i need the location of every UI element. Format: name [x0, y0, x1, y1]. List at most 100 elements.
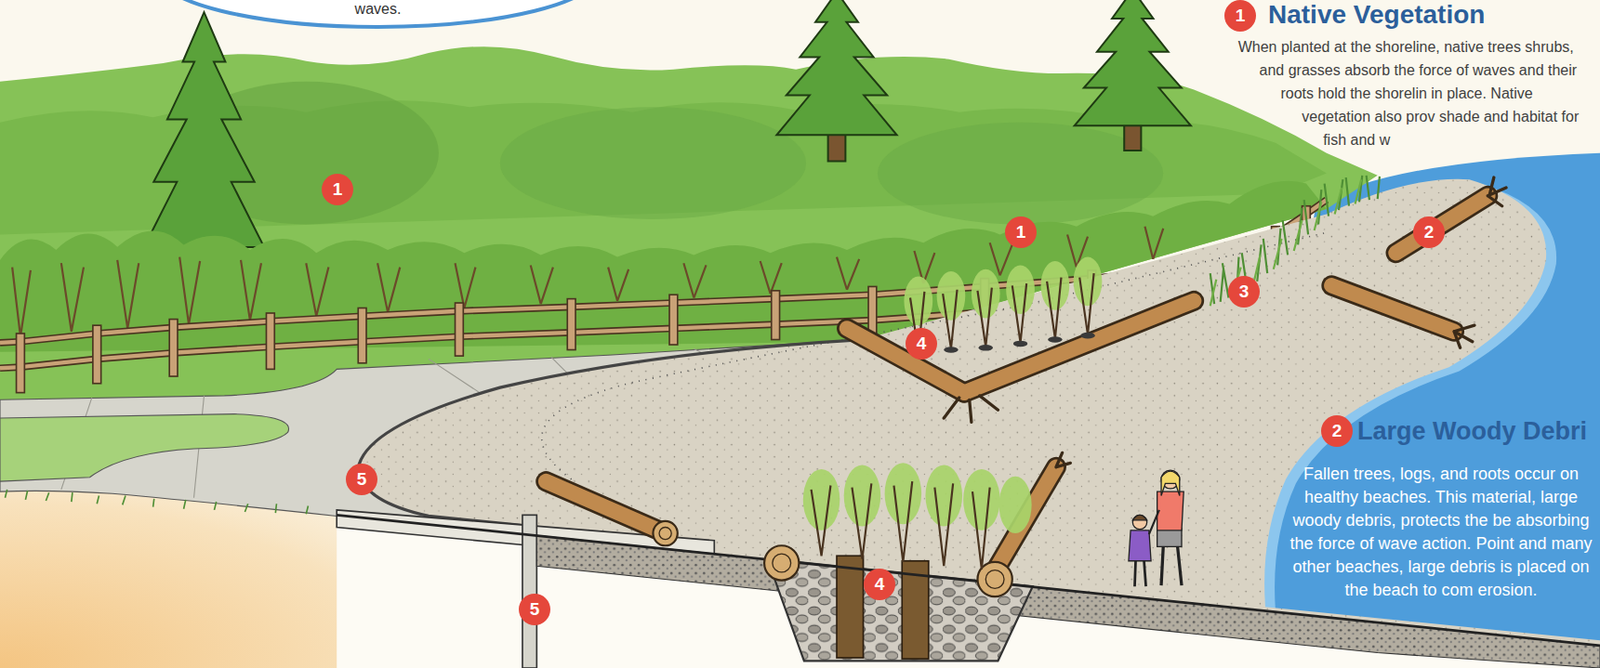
beach-sand [542, 232, 1327, 480]
large-woody-debris [545, 481, 663, 533]
label-slot: When planted at the shoreline, native tr… [1225, 35, 1597, 175]
label-slot: Fallen trees, logs, and roots occur on h… [1287, 462, 1595, 603]
callout-number: 5 [345, 463, 378, 496]
large-woody-debris [985, 570, 1005, 590]
callout-number: 3 [1228, 276, 1260, 308]
planted-shrubs [811, 273, 1095, 569]
planted-shrubs [803, 257, 1103, 570]
planted-shrubs [803, 469, 841, 531]
planted-shrubs [1073, 257, 1103, 307]
label-slot: Large Woody Debri [1357, 417, 1587, 446]
large-woody-debris [846, 328, 965, 393]
planted-shrubs [903, 276, 933, 326]
planted-shrubs [937, 271, 966, 321]
forest-hill [500, 106, 807, 220]
large-woody-debris [652, 521, 1012, 597]
planted-shrubs [1041, 261, 1071, 311]
people [1157, 491, 1185, 531]
label-slot: 2 [1321, 415, 1353, 448]
large-woody-debris [1395, 196, 1488, 253]
large-woody-debris [1331, 285, 1455, 331]
label-slot: 3 [1228, 276, 1260, 308]
label-slot: 4 [863, 568, 896, 601]
people [1161, 546, 1182, 586]
large-woody-debris [964, 301, 1194, 394]
fence [669, 294, 678, 345]
fence [265, 313, 275, 370]
planted-shrubs [971, 269, 1001, 319]
fence [567, 299, 576, 351]
large-woody-debris [545, 177, 1507, 597]
fence [357, 308, 367, 364]
conifer-trees [1074, 0, 1191, 151]
label-slot: 5 [345, 463, 378, 496]
label-slot: 5 [518, 594, 551, 626]
section-heading: Large Woody Debri [1357, 417, 1587, 446]
label-slot: 1 [1004, 216, 1037, 249]
planted-shrubs [1013, 341, 1028, 348]
conifer-trees [1074, 0, 1191, 126]
label-slot: 2 [1413, 216, 1445, 249]
description-text: When planted at the shoreline, native tr… [1238, 39, 1580, 148]
section-heading: Native Vegetation [1268, 0, 1485, 29]
callout-number: 1 [1224, 0, 1257, 32]
callout-number: 2 [1321, 415, 1353, 448]
label-slot: Native Vegetation [1268, 0, 1485, 29]
planted-shrubs [999, 476, 1032, 534]
people [1132, 515, 1147, 529]
large-woody-debris [994, 467, 1057, 572]
large-woody-debris [659, 528, 1005, 590]
conifer-trees [1123, 124, 1141, 151]
callout-number: 2 [1413, 216, 1445, 249]
label-slot: 1 [1224, 0, 1257, 32]
callout-number: 1 [1004, 216, 1037, 249]
description-text: Fallen trees, logs, and roots occur on h… [1287, 462, 1595, 603]
speech-bubble: waves. [153, 0, 603, 30]
text-indent-shape [1225, 35, 1345, 175]
callout-number: 4 [863, 568, 896, 601]
callout-number: 1 [321, 173, 354, 206]
conifer-trees [776, 0, 897, 135]
cross-section [836, 555, 864, 659]
beach-sand [358, 340, 862, 528]
planted-shrubs [943, 346, 958, 354]
cross-section [536, 535, 1600, 668]
large-woody-debris [652, 521, 677, 546]
planted-shrubs [978, 344, 993, 352]
large-woody-debris [772, 554, 792, 573]
label-slot: 4 [905, 328, 938, 360]
people [1128, 530, 1151, 562]
paved-path [0, 414, 290, 482]
people [1135, 559, 1147, 588]
fence [169, 319, 178, 377]
people [1128, 470, 1184, 587]
large-woody-debris [994, 467, 1057, 572]
people [1132, 515, 1147, 520]
fence [16, 333, 26, 394]
forest-hill [877, 122, 1164, 225]
label-slot: 1 [321, 173, 354, 206]
planted-shrubs [885, 462, 923, 525]
callout-number: 4 [905, 328, 938, 360]
paved-path [4, 489, 308, 515]
conifer-trees [828, 133, 847, 162]
people [1149, 510, 1160, 535]
people [1157, 528, 1182, 548]
planted-shrubs [911, 332, 1096, 357]
callout-number: 5 [518, 594, 551, 626]
conifer-trees [144, 12, 265, 248]
planted-shrubs [925, 465, 964, 528]
fence [771, 290, 781, 341]
planted-shrubs [1080, 332, 1095, 340]
large-woody-debris [764, 545, 799, 581]
large-woody-debris [659, 528, 672, 541]
planted-shrubs [1005, 264, 1035, 315]
planted-shrubs [844, 465, 882, 528]
people [1161, 471, 1180, 496]
planted-shrubs [963, 469, 1001, 531]
